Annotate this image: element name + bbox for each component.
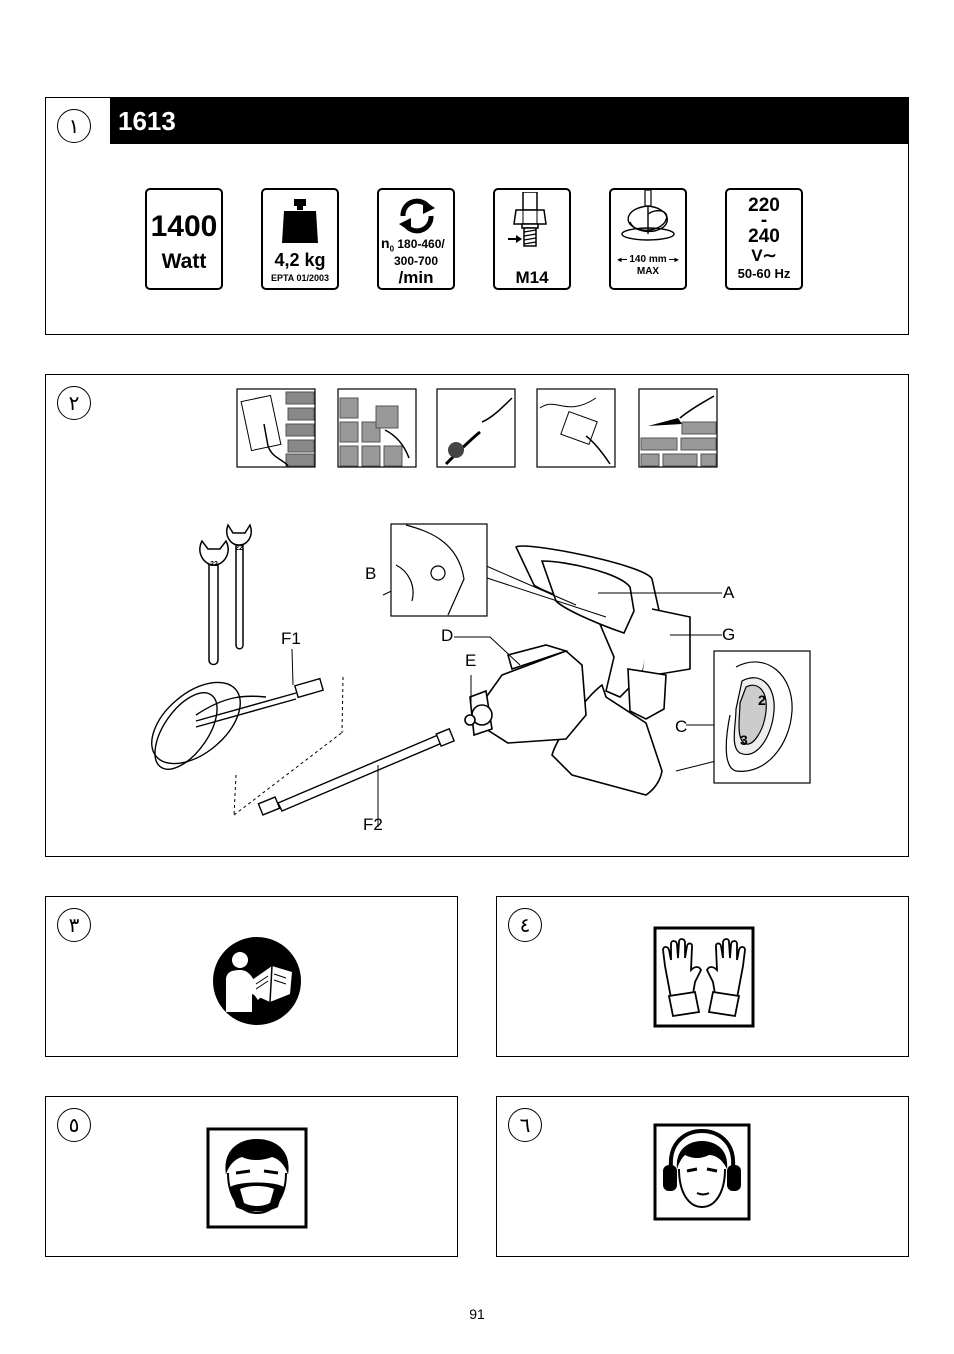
panel-number: ٦ [508, 1108, 542, 1142]
wrench-size-label: 22 [210, 561, 218, 568]
paint-brush-icon [436, 388, 516, 468]
gloves-icon [653, 926, 755, 1028]
panel-read-manual: ٣ [45, 896, 458, 1057]
spec-speed: n0 180-460/ 300-700 /min [377, 188, 455, 290]
voltage-high: 240 [748, 226, 780, 247]
mixing-paddle-icon [621, 190, 675, 241]
panel-number: ٣ [57, 908, 91, 942]
label-c: C [675, 717, 688, 736]
adhesive-application-icon [236, 388, 316, 468]
power-value: 1400 [150, 210, 218, 243]
panel-number: ٢ [57, 386, 91, 420]
speed-dial-low: 2 [758, 692, 766, 708]
label-g: G [722, 625, 736, 644]
voltage-low: 220 [748, 195, 780, 216]
thread-value: M14 [515, 268, 549, 287]
label-f1: F1 [281, 629, 301, 648]
bricklaying-mortar-icon [638, 388, 718, 468]
mixer-illustration: 22 22 [151, 523, 811, 827]
voltage-frequency: 50-60 Hz [737, 266, 791, 281]
panel-number: ١ [57, 109, 91, 143]
ear-protection-icon [653, 1123, 751, 1221]
spindle-thread-icon [508, 192, 547, 247]
wrench-size-label: 22 [235, 545, 243, 552]
label-a: A [723, 583, 735, 602]
panel-number: ٥ [57, 1108, 91, 1142]
speed-dial-high: 3 [740, 732, 748, 748]
spec-thread: M14 [493, 188, 571, 290]
panel-dust-mask: ٥ [45, 1096, 458, 1257]
rotation-icon [399, 198, 435, 234]
label-e: E [465, 651, 477, 670]
paddle-max: MAX [636, 266, 660, 277]
speed-n0: n [381, 235, 390, 251]
detail-switch-b [390, 523, 488, 617]
spec-power: 1400 Watt [145, 188, 223, 290]
panel-number: ٤ [508, 908, 542, 942]
weight-icon [282, 199, 318, 243]
dust-mask-icon [206, 1127, 308, 1229]
paddle-size: 140 mm [629, 254, 667, 265]
speed-n0-sub: 0 [389, 244, 395, 254]
label-b: B [365, 564, 377, 583]
open-end-wrenches-icon [199, 523, 252, 666]
application-pictograms [236, 388, 718, 468]
panel-wear-gloves: ٤ [496, 896, 909, 1057]
label-f2: F2 [363, 815, 383, 834]
speed-unit: /min [398, 268, 434, 287]
spec-weight: 4,2 kg EPTA 01/2003 [261, 188, 339, 290]
label-d: D [441, 626, 454, 645]
panel-ear-protection: ٦ [496, 1096, 909, 1257]
voltage-dash: - [760, 210, 768, 231]
speed-range-2: 300-700 [393, 254, 439, 268]
extension-rod-f2 [257, 727, 456, 816]
page-number: 91 [469, 1306, 485, 1322]
weight-value: 4,2 kg [274, 250, 326, 270]
spec-voltage: 220 - 240 V∼ 50-60 Hz [725, 188, 803, 290]
mixer-body [464, 545, 691, 796]
power-unit: Watt [161, 250, 207, 273]
voltage-ac: V∼ [751, 246, 777, 265]
render-plaster-icon [536, 388, 616, 468]
panel-specifications: ١ 1613 1400 Watt 4,2 kg EPTA 01/2003 n0 … [45, 97, 909, 335]
panel-application-overview: ٢ [45, 374, 909, 857]
weight-note: EPTA 01/2003 [270, 273, 330, 283]
spec-paddle-size: ◂ 140 mm ▸ MAX [609, 188, 687, 290]
detail-speed-dial-c [713, 650, 811, 784]
speed-range-1: 180-460/ [397, 237, 445, 251]
tile-grout-icon [337, 388, 417, 468]
mixing-paddle-f1 [151, 677, 325, 770]
model-title: 1613 [110, 98, 908, 144]
read-manual-icon [213, 937, 301, 1025]
